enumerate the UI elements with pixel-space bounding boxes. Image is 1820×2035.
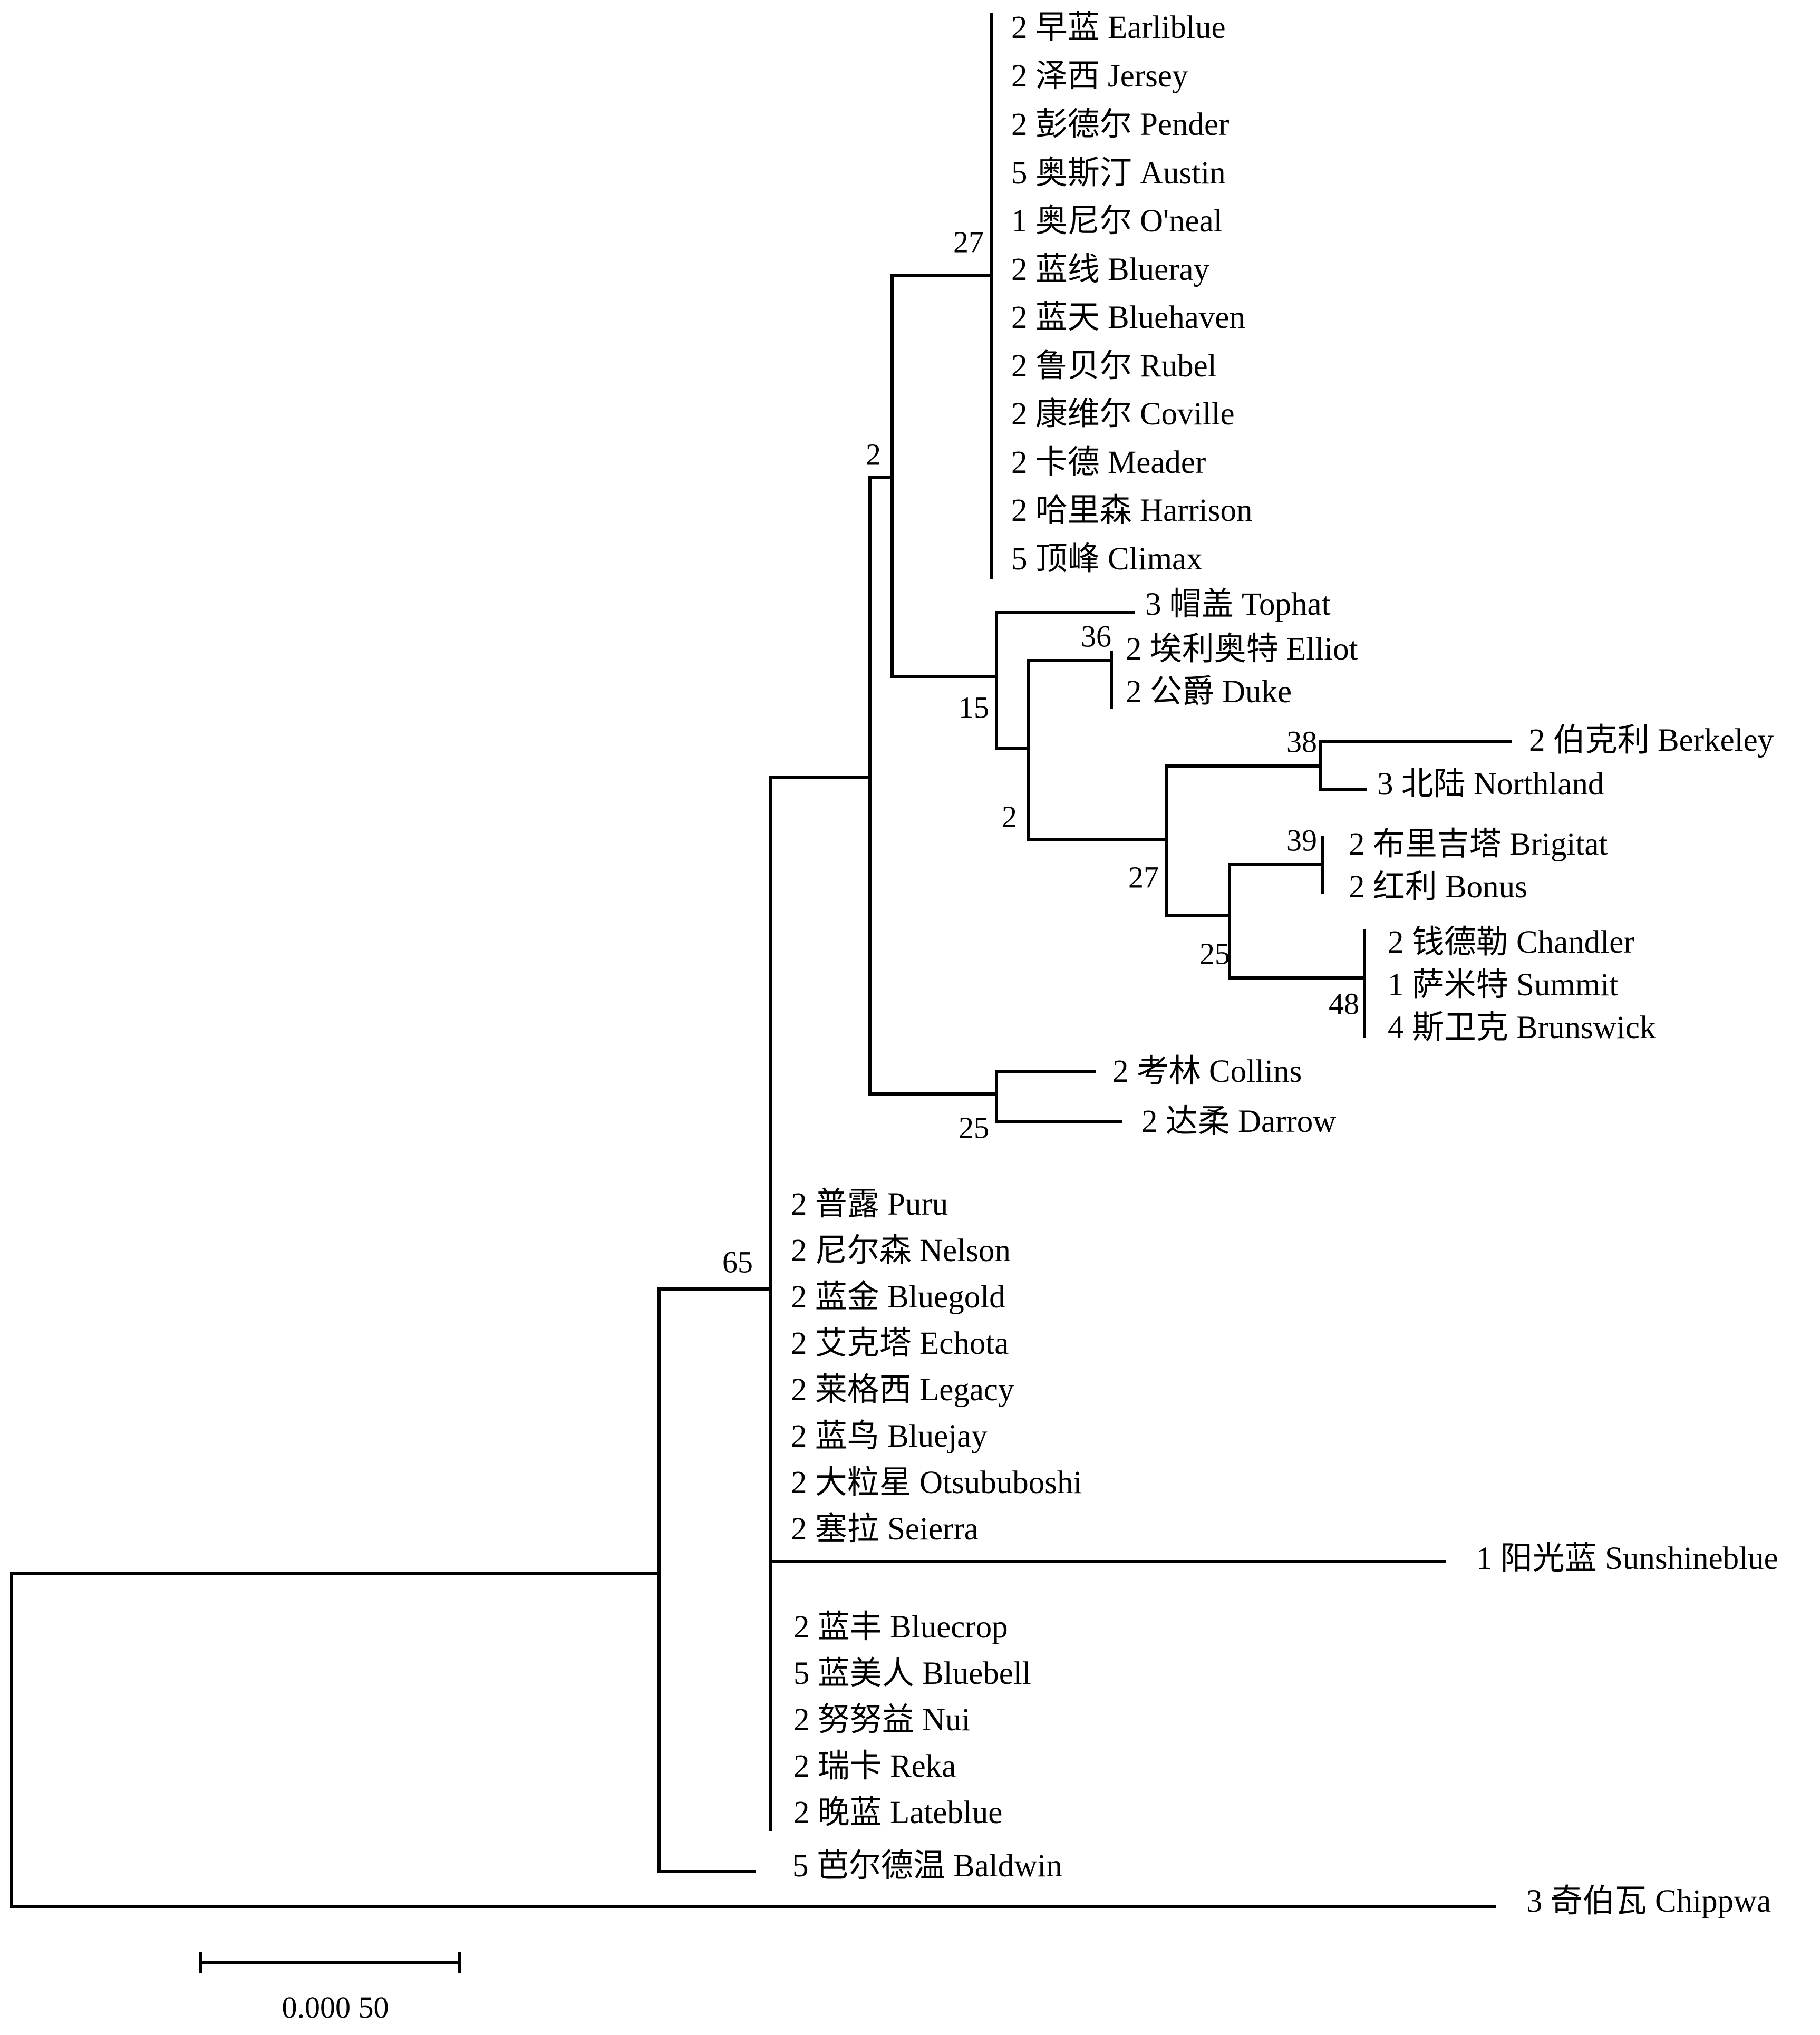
tree-branches (10, 13, 1512, 1908)
scale-bar: 0.000 50 (199, 1952, 461, 2024)
tip-label-seierra: 2 塞拉 Seierra (791, 1511, 979, 1547)
tip-label-rubel: 2 鲁贝尔 Rubel (1011, 348, 1217, 384)
tip-label-coville: 2 康维尔 Coville (1011, 396, 1235, 432)
tip-label-harrison: 2 哈里森 Harrison (1011, 493, 1252, 528)
tip-label-bluegold: 2 蓝金 Bluegold (791, 1280, 1005, 1315)
tip-label-bluecrop: 2 蓝丰 Bluecrop (793, 1610, 1008, 1645)
tip-label-blueray: 2 蓝线 Blueray (1011, 252, 1210, 287)
tip-label-bluehaven: 2 蓝天 Bluehaven (1011, 300, 1245, 335)
tip-label-brunswick: 4 斯卫克 Brunswick (1388, 1010, 1656, 1045)
support-value-bs-15: 15 (959, 690, 989, 724)
tip-label-darrow: 2 达柔 Darrow (1141, 1104, 1336, 1139)
tip-label-northland: 3 北陆 Northland (1377, 767, 1604, 802)
tip-label-echota: 2 艾克塔 Echota (791, 1326, 1009, 1361)
tip-label-nui: 2 努努益 Nui (793, 1702, 971, 1738)
tip-label-baldwin: 5 芭尔德温 Baldwin (792, 1848, 1062, 1884)
tip-label-chippwa: 3 奇伯瓦 Chippwa (1526, 1884, 1771, 1919)
support-value-bs-48: 48 (1329, 986, 1359, 1021)
tip-label-collins: 2 考林 Collins (1112, 1054, 1302, 1089)
tip-label-reka: 2 瑞卡 Reka (793, 1749, 956, 1784)
tip-label-nelson: 2 尼尔森 Nelson (791, 1233, 1011, 1268)
tip-label-tophat: 3 帽盖 Tophat (1145, 587, 1331, 622)
tip-label-legacy: 2 莱格西 Legacy (791, 1372, 1014, 1408)
tip-label-oneal: 1 奥尼尔 O'neal (1011, 204, 1223, 239)
tip-label-chandler: 2 钱德勒 Chandler (1388, 925, 1634, 960)
support-value-bs-2-upper: 2 (866, 437, 881, 471)
tip-label-duke: 2 公爵 Duke (1126, 674, 1292, 710)
tip-label-bluebell: 5 蓝美人 Bluebell (793, 1656, 1031, 1691)
tip-label-elliot: 2 埃利奥特 Elliot (1126, 632, 1358, 667)
tip-label-jersey: 2 泽西 Jersey (1011, 59, 1188, 94)
support-value-bs-2-mid: 2 (1002, 799, 1017, 834)
support-value-bs-27-mid: 27 (1128, 860, 1159, 894)
support-value-bs-39: 39 (1286, 823, 1317, 857)
tip-label-pender: 2 彭德尔 Pender (1011, 107, 1229, 142)
support-value-bs-38: 38 (1286, 724, 1317, 759)
tip-label-bonus: 2 红利 Bonus (1349, 869, 1527, 905)
support-labels: 27 2 15 36 2 38 27 39 25 48 25 65 (722, 225, 1359, 1279)
support-value-bs-25-low: 25 (959, 1110, 989, 1145)
tip-labels: 2 早蓝 Earliblue 2 泽西 Jersey 2 彭德尔 Pender 5 奥… (791, 10, 1778, 1919)
scale-bar-label: 0.000 50 (282, 1990, 389, 2024)
tip-label-summit: 1 萨米特 Summit (1388, 967, 1618, 1003)
tip-label-otsububoshi: 2 大粒星 Otsububoshi (791, 1465, 1082, 1500)
support-value-bs-65: 65 (722, 1245, 753, 1279)
support-value-bs-25-mid: 25 (1199, 936, 1230, 971)
tip-label-brigitat: 2 布里吉塔 Brigitat (1349, 827, 1608, 862)
tip-label-puru: 2 普露 Puru (791, 1187, 948, 1222)
tip-label-lateblue: 2 晚蓝 Lateblue (793, 1795, 1002, 1830)
tip-label-bluejay: 2 蓝鸟 Bluejay (791, 1419, 988, 1454)
tip-label-berkeley: 2 伯克利 Berkeley (1529, 723, 1774, 758)
support-value-bs-36: 36 (1081, 619, 1111, 653)
tip-label-earliblue: 2 早蓝 Earliblue (1011, 10, 1226, 45)
tip-label-sunshineblue: 1 阳光蓝 Sunshineblue (1476, 1541, 1778, 1576)
tip-label-climax: 5 顶峰 Climax (1011, 541, 1203, 577)
tip-label-austin: 5 奥斯汀 Austin (1011, 156, 1226, 191)
tip-label-meader: 2 卡德 Meader (1011, 445, 1206, 480)
support-value-bs-27-top: 27 (953, 225, 984, 259)
